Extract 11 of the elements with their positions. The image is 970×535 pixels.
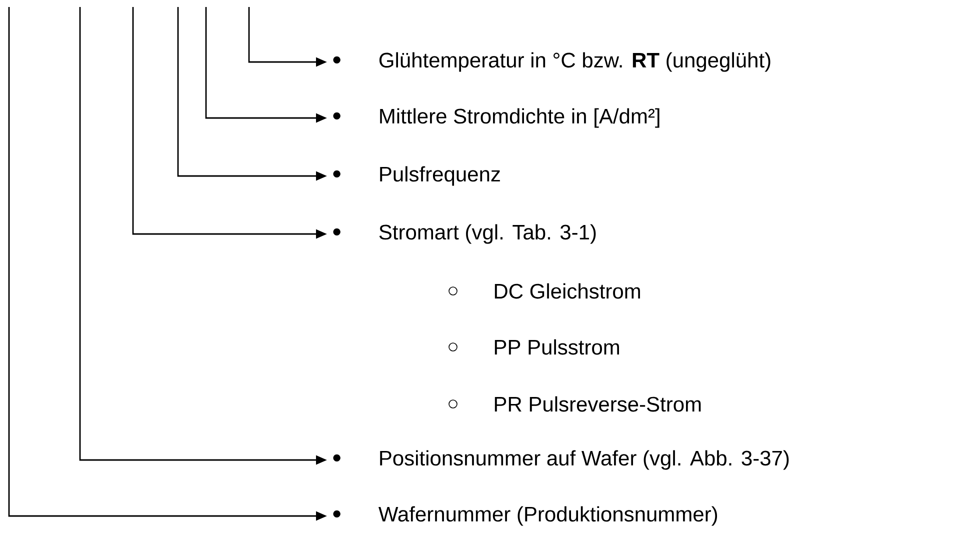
list-text: PR Pulsreverse-Strom	[494, 396, 701, 412]
list-item: Mittlere Stromdichte in [A/dm²]	[333, 108, 660, 128]
list-item: Glühtemperatur in °C bzw. RT (ungeglüht)	[333, 52, 770, 72]
list-item: Positionsnummer auf Wafer (vgl. Abb. 3-37)	[333, 450, 789, 470]
list-text: DC Gleichstrom	[494, 283, 640, 299]
list-text: PP Pulsstrom	[494, 339, 619, 355]
node-label: Pulsfrequenz	[380, 166, 500, 186]
list-item: Stromart (vgl. Tab. 3-1)	[333, 224, 596, 244]
list-item: Pulsfrequenz	[333, 166, 500, 186]
node-label: Stromart (vgl. Tab. 3-1)	[379, 224, 596, 244]
list-item: Wafernummer (Produktionsnummer)	[333, 506, 718, 526]
